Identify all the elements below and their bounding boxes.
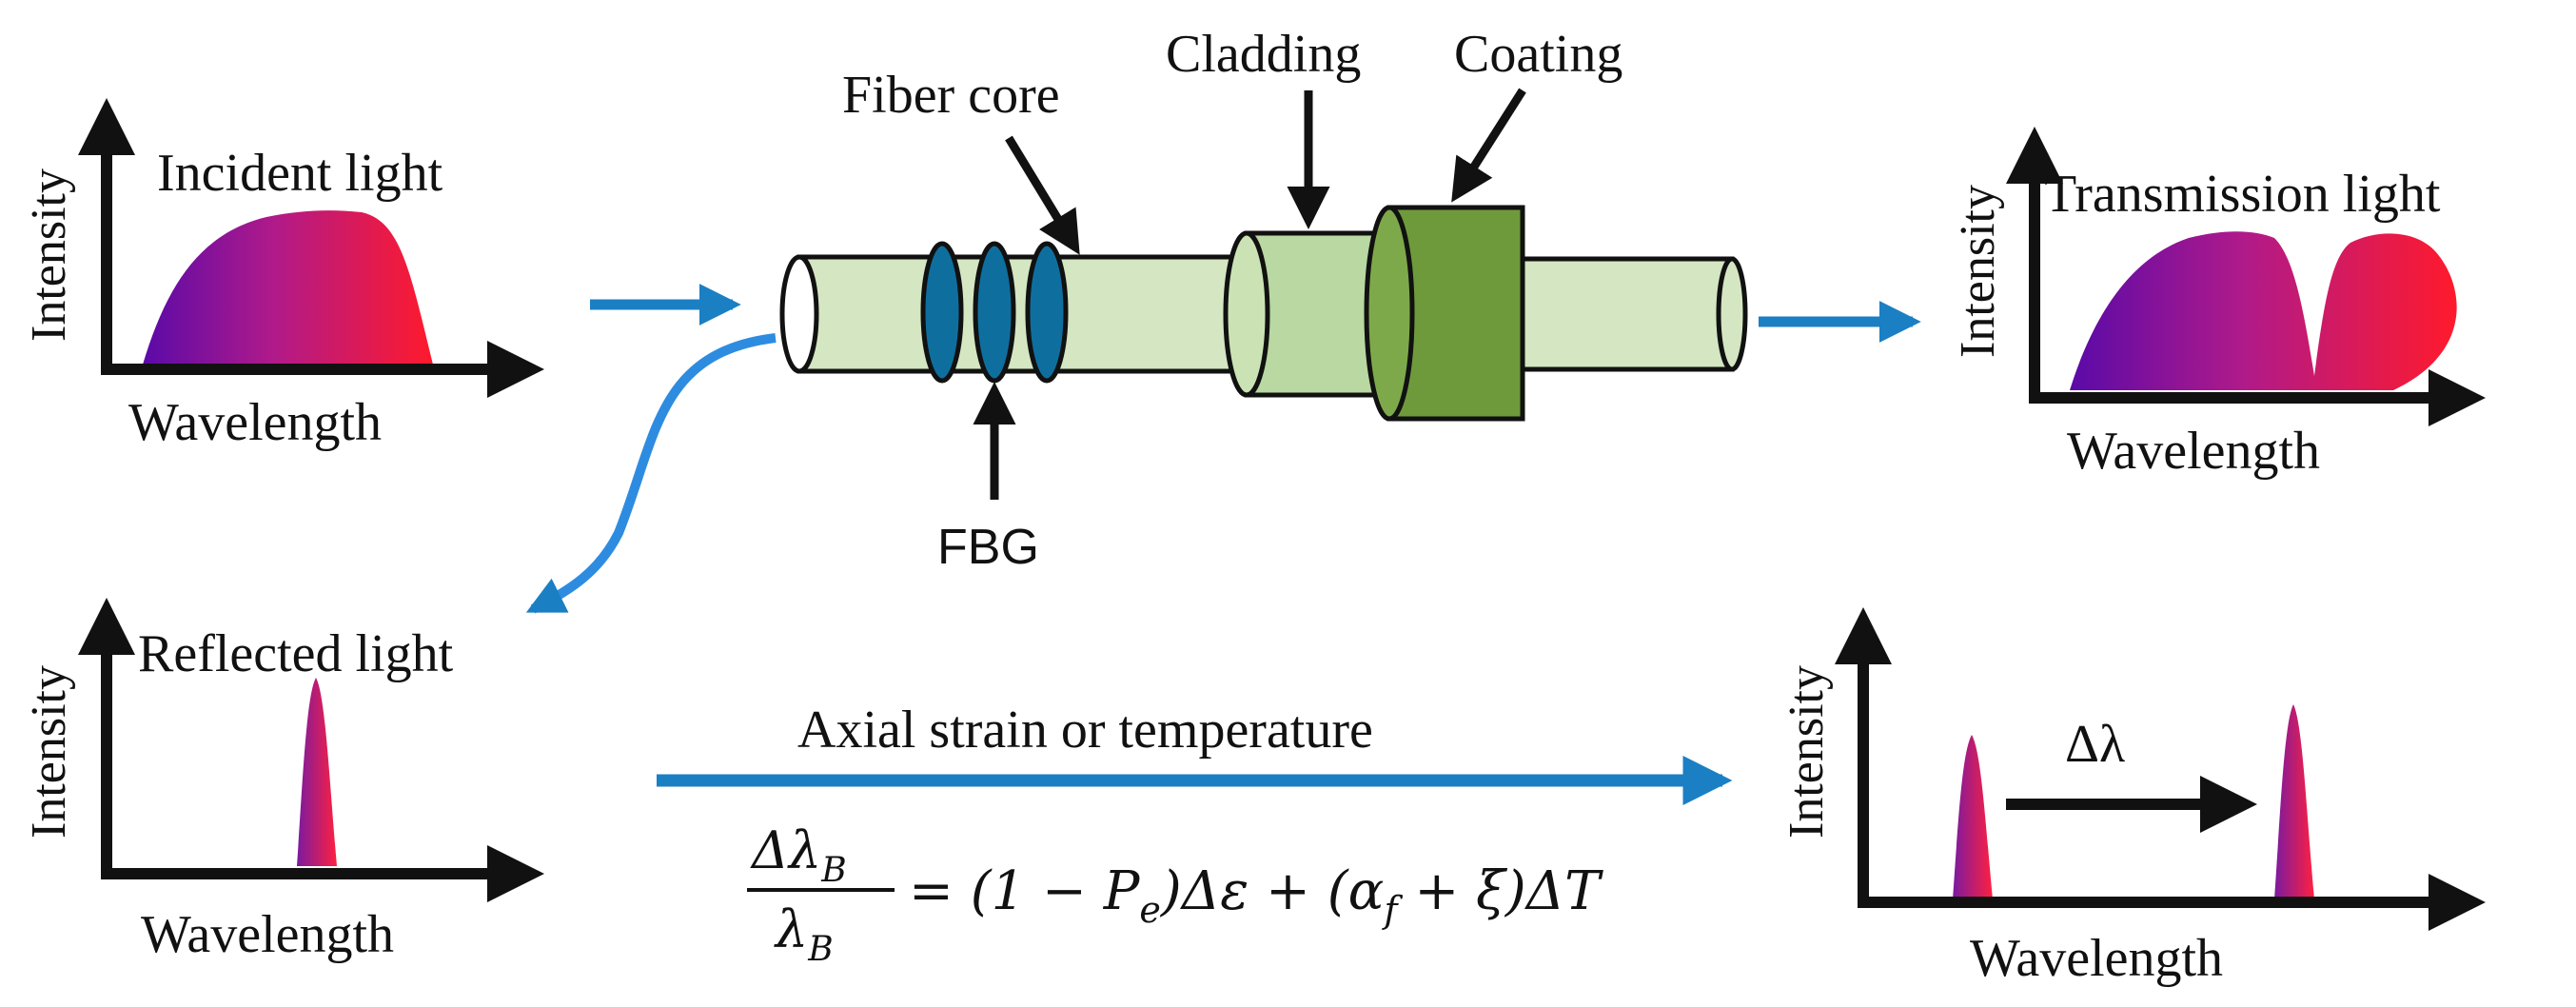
reflected-light-graph: Intensity Reflected light Wavelength xyxy=(22,598,544,964)
wavelength-shift-graph: Δλ Intensity Wavelength xyxy=(1780,607,2486,988)
fiber-core-end xyxy=(779,254,819,374)
shift-y-label: Intensity xyxy=(1780,665,1834,839)
incident-title: Incident light xyxy=(157,144,443,203)
fbg-label: FBG xyxy=(937,520,1039,575)
optical-fiber xyxy=(779,205,1748,422)
incident-light-graph: Intensity Incident light Wavelength xyxy=(22,98,544,452)
original-peak xyxy=(1953,735,1993,899)
incident-spectrum xyxy=(143,210,433,365)
coating-end xyxy=(1364,205,1415,422)
reflected-y-label: Intensity xyxy=(22,665,76,839)
shifted-peak xyxy=(2274,704,2314,899)
transmission-title: Transmission light xyxy=(2044,165,2441,224)
reflected-x-label: Wavelength xyxy=(141,905,394,964)
incident-y-label: Intensity xyxy=(22,168,76,342)
eq-rhs: = (1 − Pe)Δε + (αf + ξ)ΔT xyxy=(909,860,1603,931)
transmission-spectrum xyxy=(2070,231,2457,390)
coating-pointer xyxy=(1451,88,1526,203)
bragg-equation: ΔλB λB = (1 − Pe)Δε + (αf + ξ)ΔT xyxy=(747,820,1603,969)
incident-x-label: Wavelength xyxy=(128,393,382,452)
fbg-grating-3 xyxy=(1025,241,1069,384)
fiber-core-label: Fiber core xyxy=(842,66,1060,125)
fiber-core-pointer xyxy=(1005,135,1080,255)
fiber-core-tube-right xyxy=(1520,256,1735,372)
reflected-peak xyxy=(297,678,337,866)
fbg-grating-1 xyxy=(920,241,964,384)
fbg-grating-2 xyxy=(973,241,1016,384)
shift-label: Δλ xyxy=(2065,715,2125,774)
cladding-label: Cladding xyxy=(1166,25,1361,84)
transmission-y-label: Intensity xyxy=(1951,185,2005,358)
transmission-light-graph: Intensity Transmission light Wavelength xyxy=(1951,127,2486,481)
transmission-x-label: Wavelength xyxy=(2067,422,2320,481)
cladding-end xyxy=(1223,230,1270,398)
eq-lhs-denominator: λB xyxy=(774,899,834,969)
process-label: Axial strain or temperature xyxy=(797,701,1373,760)
eq-lhs-numerator: ΔλB xyxy=(750,820,847,890)
coating-label: Coating xyxy=(1454,25,1622,84)
reflected-arrow xyxy=(525,333,777,614)
fiber-core-right-end xyxy=(1716,256,1748,372)
shift-x-label: Wavelength xyxy=(1970,929,2223,988)
reflected-title: Reflected light xyxy=(138,624,454,683)
